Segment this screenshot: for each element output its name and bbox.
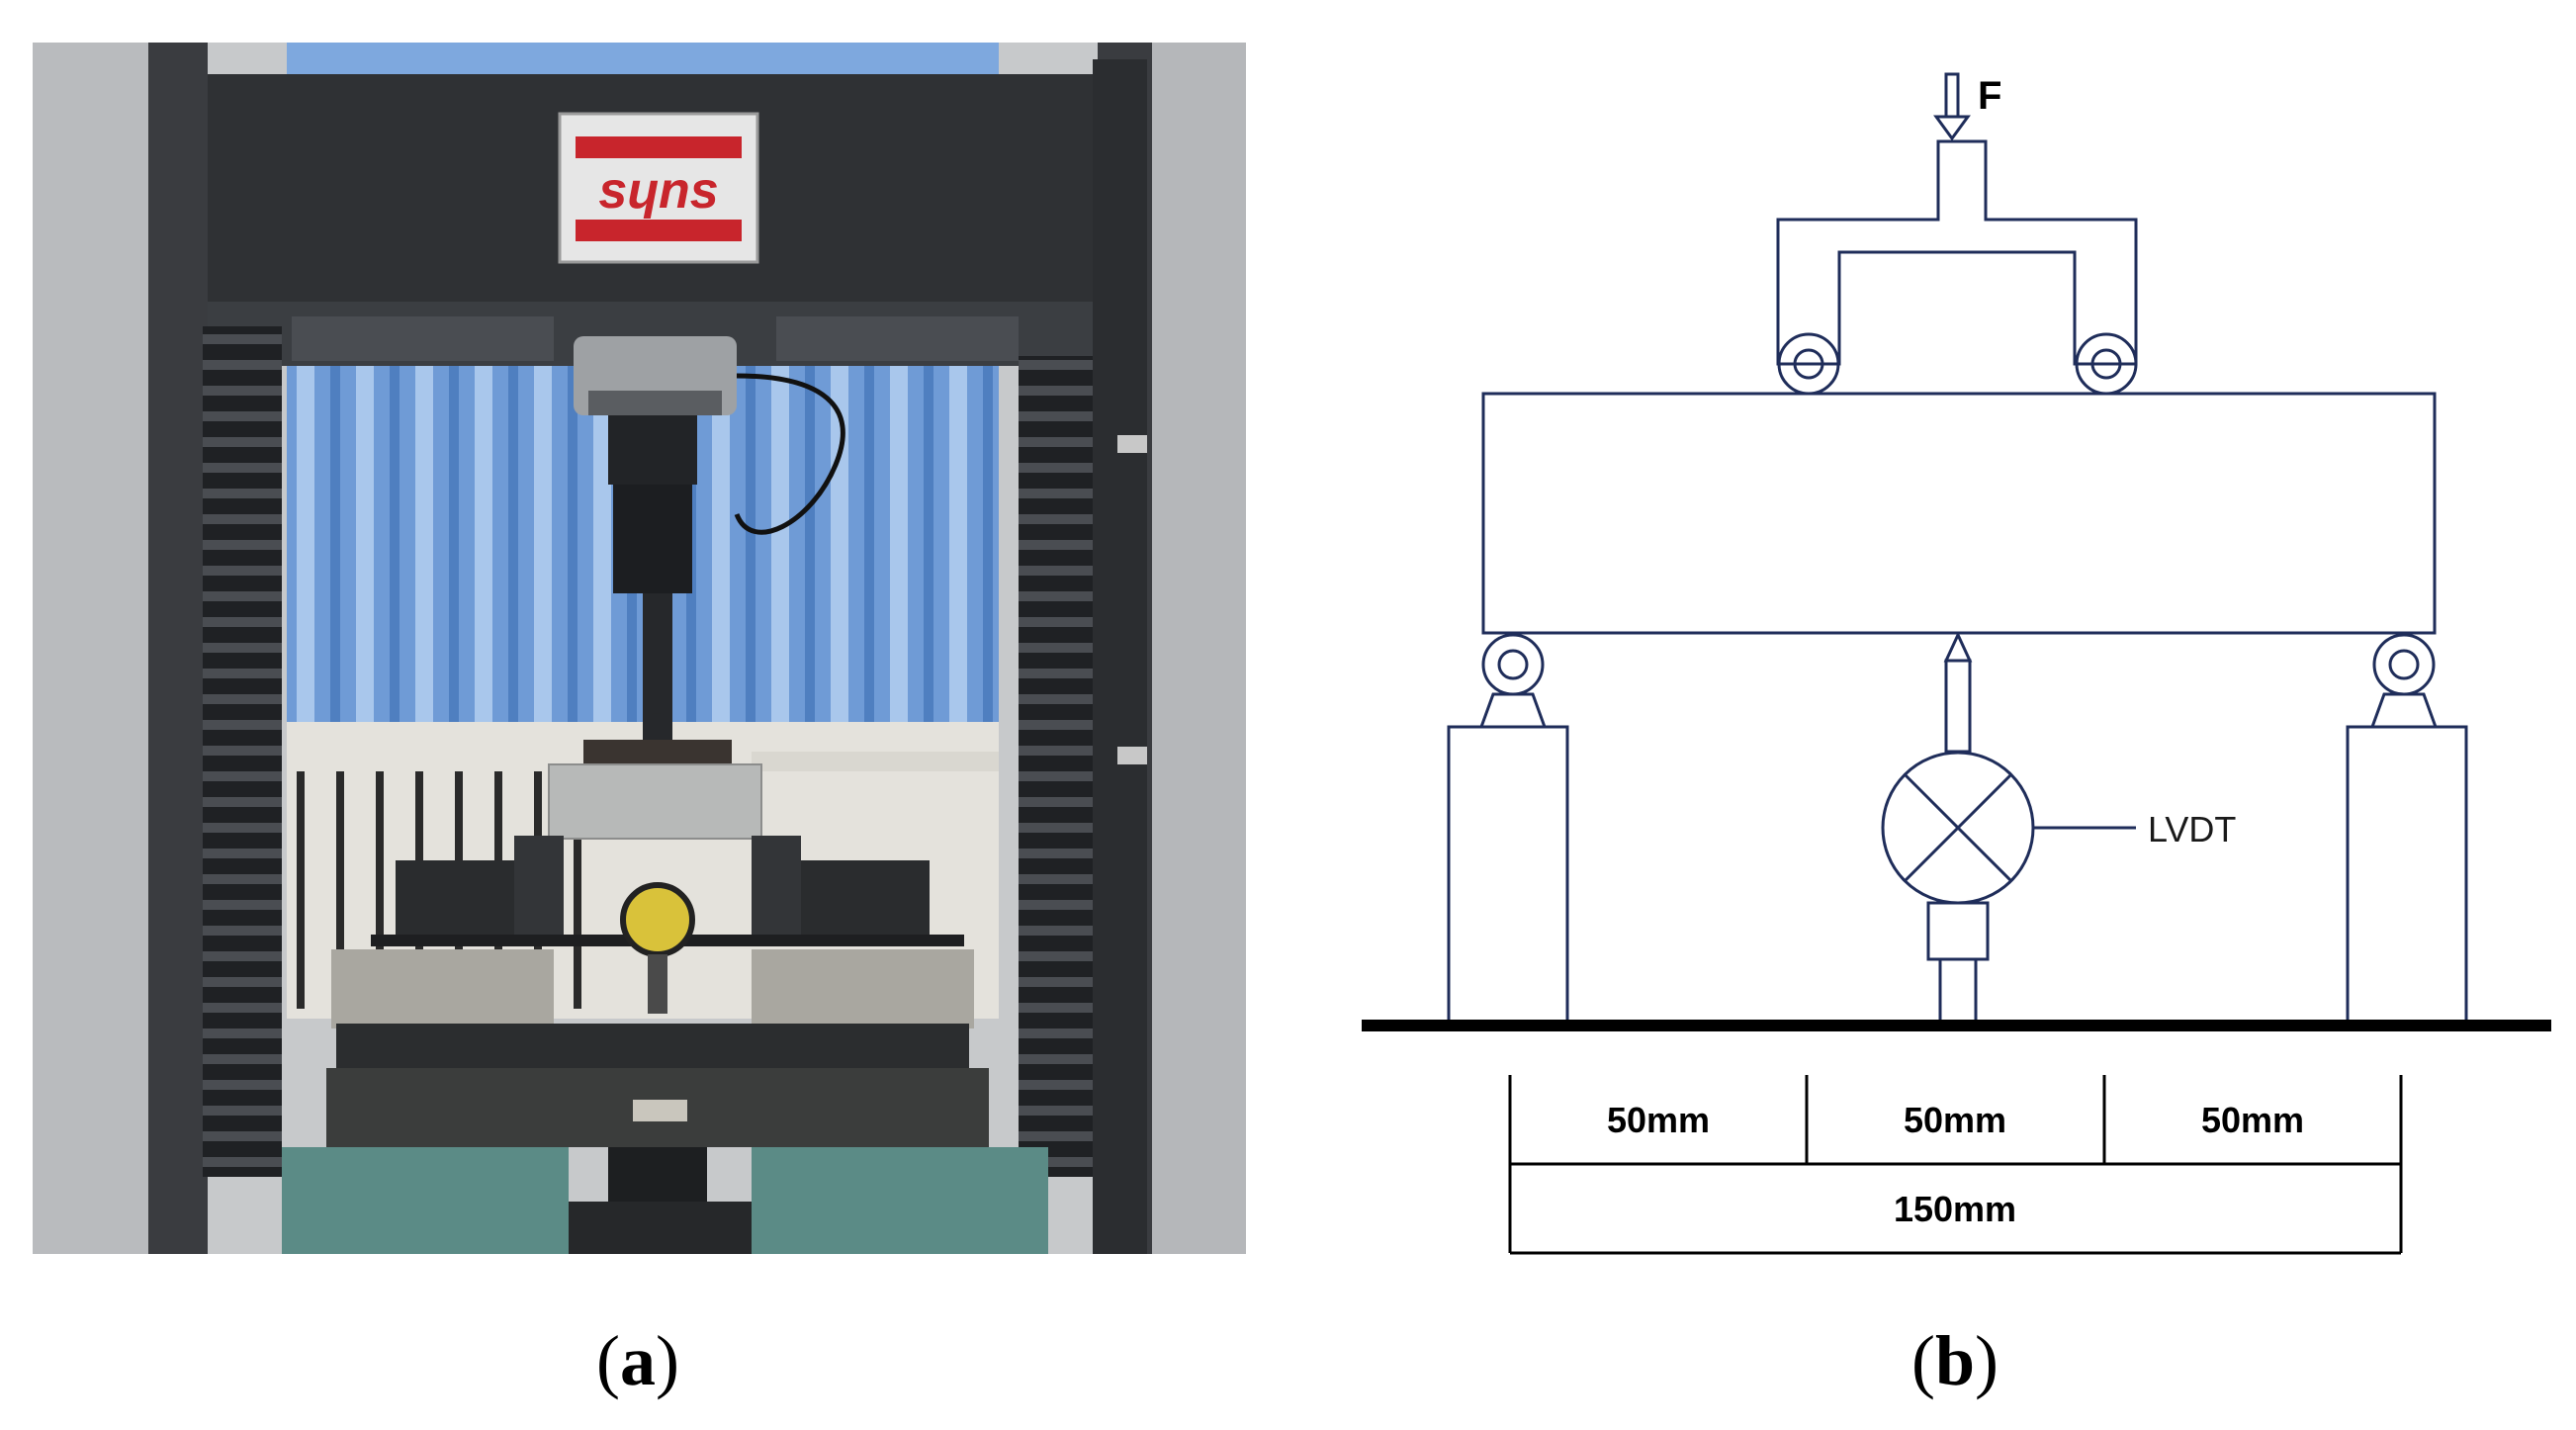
crosshead-bevel-left <box>292 316 554 361</box>
sensor-cable <box>734 373 845 535</box>
dimension-segment-3: 50mm <box>2201 1100 2304 1140</box>
dimension-segment-2: 50mm <box>1904 1100 2006 1140</box>
load-cell-ring <box>588 391 722 415</box>
table-label <box>633 1100 687 1121</box>
lower-support-wedge-right <box>2369 692 2439 729</box>
lower-roller-right <box>2372 633 2436 696</box>
right-post-clamp-2 <box>1117 747 1147 764</box>
actuator-lower <box>613 485 692 593</box>
logo-text: sɥns <box>598 162 718 220</box>
left-louver-panel <box>203 326 282 1177</box>
lower-roller-left-inner <box>1497 649 1529 680</box>
right-post-clamp <box>1117 435 1147 453</box>
logo-stripe-bottom <box>576 220 742 241</box>
loading-nose <box>644 713 671 741</box>
dimension-table <box>1508 1075 2403 1255</box>
floor-green-right <box>752 1147 1048 1254</box>
lvdt-probe <box>1944 659 1972 754</box>
support-pillar-left <box>1447 725 1569 1026</box>
force-arrow <box>1933 72 1971 141</box>
vise-left-jaw <box>514 836 564 944</box>
logo-stripe-top <box>576 136 742 158</box>
lower-support-wedge-left <box>1478 692 1548 729</box>
beam-specimen <box>1481 392 2437 635</box>
caption-a: (a) <box>596 1321 679 1400</box>
panel-b-diagram: F <box>1447 72 2468 1026</box>
vise-right-jaw <box>752 836 801 944</box>
gauge-stem <box>648 954 667 1014</box>
dial-gauge <box>620 882 695 957</box>
base-plate <box>336 1024 969 1068</box>
lvdt-base-upper <box>1926 901 1990 961</box>
loading-plate <box>583 740 732 764</box>
lower-roller-right-inner <box>2388 649 2420 680</box>
support-block-left <box>331 949 554 1028</box>
left-column <box>33 43 151 1254</box>
panel-a-photo: sɥns <box>33 43 1246 1254</box>
right-column <box>1147 43 1246 1254</box>
support-block-right <box>752 949 974 1028</box>
right-louver-panel <box>1019 356 1103 1177</box>
dimension-total: 150mm <box>1894 1189 2016 1229</box>
bottom-flange <box>564 1202 752 1254</box>
upper-roller-right-inner <box>2090 348 2122 380</box>
specimen <box>548 763 762 840</box>
floor-green <box>282 1147 569 1254</box>
lvdt-base-lower <box>1938 957 1978 1026</box>
lvdt-label: LVDT <box>2148 809 2236 849</box>
crosshead-bevel-right <box>776 316 1019 361</box>
actuator-upper <box>608 415 697 485</box>
force-label: F <box>1978 74 2001 118</box>
lvdt-tip <box>1943 631 1973 663</box>
loading-head <box>1776 139 2138 366</box>
caption-b: (b) <box>1911 1321 1999 1400</box>
left-column-shade <box>148 43 208 1254</box>
upper-roller-left-inner <box>1793 348 1824 380</box>
right-frame-post <box>1093 59 1147 1254</box>
lvdt-cross-2 <box>1903 772 2013 883</box>
support-pillar-right <box>2346 725 2468 1026</box>
ground-line <box>1362 1020 2551 1031</box>
pipe <box>752 752 999 771</box>
dimension-segment-1: 50mm <box>1607 1100 1710 1140</box>
lower-roller-left <box>1481 633 1545 696</box>
